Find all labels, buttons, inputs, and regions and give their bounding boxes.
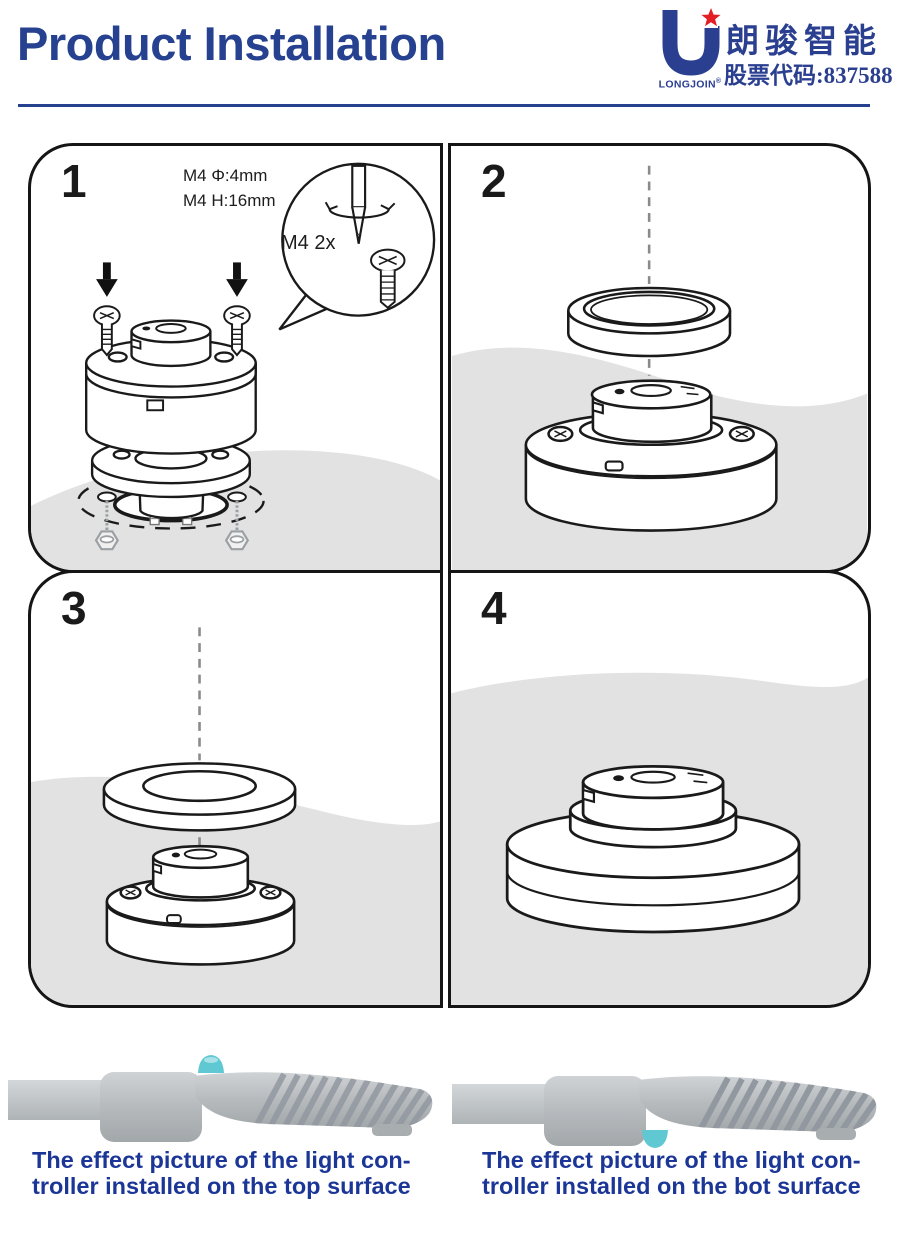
caption-line: The effect picture of the light con- bbox=[32, 1147, 411, 1173]
fixture-top-mounted bbox=[2, 1055, 433, 1142]
step-number: 4 bbox=[481, 582, 507, 634]
figure-top-surface bbox=[2, 1040, 440, 1154]
callout-screw-icon bbox=[370, 248, 406, 310]
screw-left bbox=[93, 305, 121, 357]
step-panel-2: 2 bbox=[448, 143, 871, 573]
heat-fins bbox=[694, 1076, 877, 1132]
gasket-ring bbox=[567, 286, 732, 358]
logo-brand-text: LONGJOIN® bbox=[658, 78, 722, 91]
light-controller-sensor bbox=[642, 1130, 668, 1148]
twistlock-head bbox=[130, 319, 212, 368]
step4-diagram bbox=[451, 672, 868, 1005]
logo-reg-mark: ® bbox=[715, 78, 722, 85]
step-panel-1: 1 M4 Φ:4mm M4 H:16mm M4 2x bbox=[28, 143, 443, 573]
callout-bubble bbox=[278, 162, 436, 331]
brand-logo: LONGJOIN® 朗骏智能 股票代码:837588 bbox=[652, 6, 893, 98]
heat-fins bbox=[250, 1072, 433, 1128]
step-number: 1 bbox=[61, 155, 87, 207]
step2-diagram bbox=[451, 165, 868, 570]
header-divider bbox=[18, 104, 870, 107]
top-flange bbox=[85, 338, 257, 399]
fixture-bottom-mounted bbox=[446, 1076, 877, 1148]
end-foot bbox=[816, 1128, 856, 1140]
logo-cn-name: 朗骏智能 bbox=[726, 24, 882, 60]
screw-specs: M4 Φ:4mm M4 H:16mm bbox=[183, 164, 276, 213]
step3-diagram bbox=[31, 627, 440, 1005]
assembled-unit bbox=[505, 764, 801, 934]
mount-sleeve bbox=[544, 1076, 646, 1146]
logo-stock-code: 股票代码:837588 bbox=[724, 63, 893, 88]
step1-diagram bbox=[31, 162, 440, 570]
step-panel-3: 3 bbox=[28, 570, 443, 1008]
caption-top-surface: The effect picture of the light con- tro… bbox=[32, 1147, 432, 1200]
down-arrows bbox=[96, 262, 248, 297]
step-number: 2 bbox=[481, 155, 507, 207]
base-unit bbox=[524, 379, 778, 532]
caption-line: troller installed on the bot surface bbox=[482, 1172, 861, 1199]
screwdriver-icon bbox=[324, 164, 396, 244]
logo-star-icon bbox=[701, 8, 721, 27]
mount-sleeve bbox=[100, 1072, 202, 1142]
spec-line-1: M4 Φ:4mm bbox=[183, 166, 268, 185]
caption-line: troller installed on the top surface bbox=[32, 1172, 411, 1199]
screw-right bbox=[223, 305, 251, 357]
step-panel-4: 4 bbox=[448, 570, 871, 1008]
hex-nuts bbox=[94, 500, 250, 551]
page-title: Product Installation bbox=[17, 17, 446, 70]
logo-u-icon bbox=[662, 8, 721, 76]
pole-arm bbox=[2, 1080, 106, 1120]
washer-ring bbox=[102, 762, 297, 832]
pole-arm bbox=[446, 1084, 550, 1124]
figure-bot-surface bbox=[446, 1040, 884, 1154]
callout-label: M4 2x bbox=[281, 232, 336, 254]
caption-line: The effect picture of the light con- bbox=[482, 1147, 861, 1173]
step-number: 3 bbox=[61, 582, 87, 634]
caption-bot-surface: The effect picture of the light con- tro… bbox=[482, 1147, 882, 1200]
base-unit bbox=[105, 844, 296, 966]
end-foot bbox=[372, 1124, 412, 1136]
sensor-highlight bbox=[204, 1057, 218, 1063]
ground-shadow bbox=[31, 450, 440, 570]
spec-line-2: M4 H:16mm bbox=[183, 190, 276, 210]
